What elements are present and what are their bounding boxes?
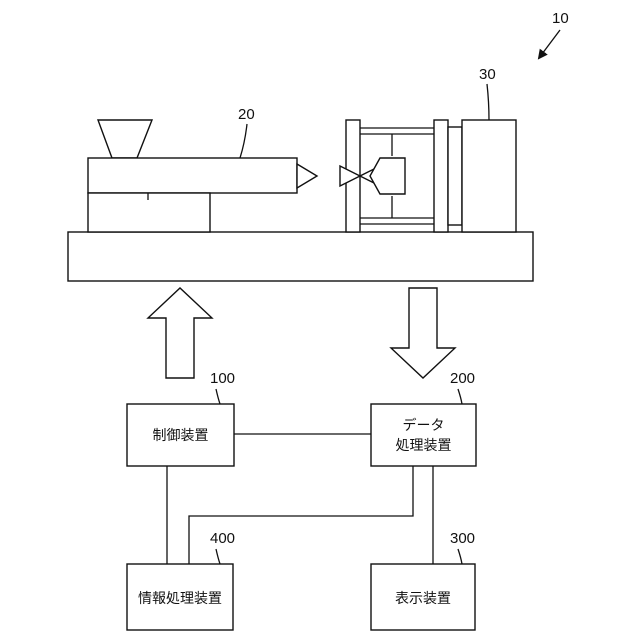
control-device-ref: 100 <box>210 370 235 387</box>
clamping-unit-ref-label: 30 <box>479 66 496 83</box>
injection-barrel <box>88 158 297 193</box>
moving-platen <box>434 120 448 232</box>
system-ref-label: 10 <box>552 10 569 27</box>
clamping-unit-leader <box>487 84 489 120</box>
clamping-unit <box>340 120 516 232</box>
clamp-cylinder <box>462 120 516 232</box>
info-processing-ref: 400 <box>210 530 235 547</box>
injection-unit-ref-label: 20 <box>238 106 255 123</box>
data-processing-label-line1: データ <box>403 417 445 434</box>
mold-cavity <box>370 158 405 194</box>
display-device-label: 表示装置 <box>395 591 451 607</box>
injection-base <box>88 193 210 232</box>
hopper <box>98 120 152 158</box>
display-device-leader <box>458 549 462 564</box>
info-processing-label: 情報処理装置 <box>138 591 222 607</box>
control-device-label: 制御装置 <box>153 428 209 444</box>
injection-unit <box>88 120 317 232</box>
machine-base <box>68 232 533 281</box>
system-ref-arrow <box>539 30 560 58</box>
display-device-ref: 300 <box>450 530 475 547</box>
control-device-leader <box>216 389 220 404</box>
injection-nozzle <box>297 164 317 188</box>
control-signal-up-arrow <box>148 288 212 378</box>
data-output-down-arrow <box>391 288 455 378</box>
data-processing-block <box>371 404 476 466</box>
link-data-to-info <box>189 466 413 564</box>
injection-unit-leader <box>240 124 247 158</box>
data-processing-ref: 200 <box>450 370 475 387</box>
data-processing-leader <box>458 389 462 404</box>
data-processing-label-line2: 処理装置 <box>396 438 452 454</box>
info-processing-leader <box>216 549 220 564</box>
rear-platen <box>448 127 462 225</box>
